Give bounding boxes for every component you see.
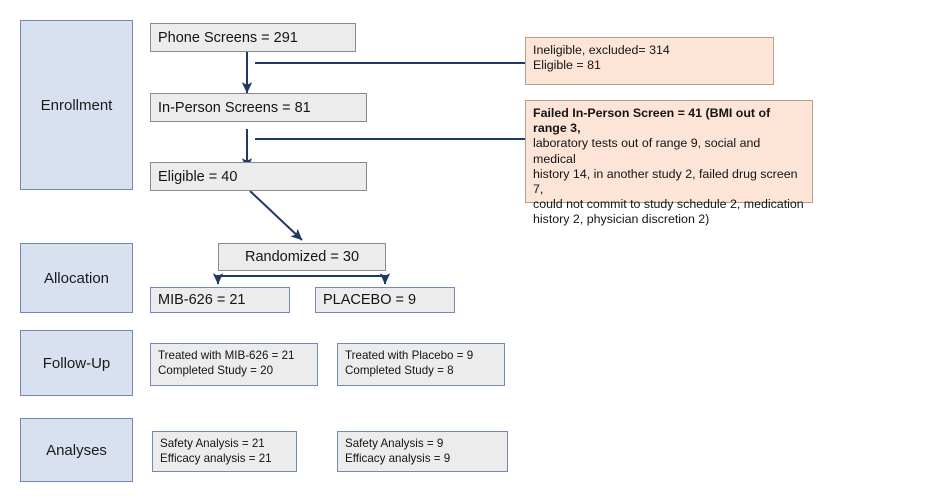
node-in-person-screens: In-Person Screens = 81 xyxy=(150,93,367,122)
node-line: Treated with MIB-626 = 21 xyxy=(158,349,295,362)
node-analyses-placebo: Safety Analysis = 9 Efficacy analysis = … xyxy=(337,431,508,472)
note-line: could not commit to study schedule 2, me… xyxy=(533,197,804,212)
node-eligible: Eligible = 40 xyxy=(150,162,367,191)
stage-label-followup: Follow-Up xyxy=(20,330,133,396)
stage-label-text: Allocation xyxy=(43,269,110,287)
node-line: Completed Study = 20 xyxy=(158,363,274,377)
node-line: Safety Analysis = 21 xyxy=(160,437,265,450)
node-phone-screens: Phone Screens = 291 xyxy=(150,23,356,52)
note-line: history 2, physician discretion 2) xyxy=(533,212,710,227)
node-line: Efficacy analysis = 21 xyxy=(160,451,272,465)
node-line: Efficacy analysis = 9 xyxy=(345,451,451,465)
node-arm-placebo: PLACEBO = 9 xyxy=(315,287,455,313)
node-line: Treated with Placebo = 9 xyxy=(345,349,474,362)
note-line: Eligible = 81 xyxy=(533,58,601,73)
arrow-eligible-to-randomized xyxy=(249,190,303,241)
node-label: Eligible = 40 xyxy=(158,168,238,185)
node-arm-treatment: MIB-626 = 21 xyxy=(150,287,290,313)
note-line: laboratory tests out of range 9, social … xyxy=(533,136,761,166)
stage-label-text: Follow-Up xyxy=(42,354,111,372)
stage-label-text: Enrollment xyxy=(40,96,113,114)
node-line: Completed Study = 8 xyxy=(345,363,454,377)
node-followup-treatment: Treated with MIB-626 = 21 Completed Stud… xyxy=(150,343,318,386)
note-line: Ineligible, excluded= 314 xyxy=(533,43,670,57)
node-analyses-treatment: Safety Analysis = 21 Efficacy analysis =… xyxy=(152,431,297,472)
node-line: Safety Analysis = 9 xyxy=(345,437,444,450)
node-label: Phone Screens = 291 xyxy=(158,29,298,46)
node-label: MIB-626 = 21 xyxy=(158,292,246,308)
node-followup-placebo: Treated with Placebo = 9 Completed Study… xyxy=(337,343,505,386)
note-line: Failed In-Person Screen = 41 (BMI out of… xyxy=(533,106,771,136)
note-failed-in-person-screen: Failed In-Person Screen = 41 (BMI out of… xyxy=(525,100,813,226)
node-randomized: Randomized = 30 xyxy=(218,243,386,271)
note-line: history 14, in another study 2, failed d… xyxy=(533,166,798,197)
node-label: In-Person Screens = 81 xyxy=(158,99,311,116)
stage-label-enrollment: Enrollment xyxy=(20,20,133,190)
note-ineligible-excluded: Ineligible, excluded= 314 Eligible = 81 xyxy=(525,37,774,85)
node-label: Randomized = 30 xyxy=(244,249,360,265)
stage-label-analyses: Analyses xyxy=(20,418,133,482)
stage-label-text: Analyses xyxy=(46,441,107,459)
node-label: PLACEBO = 9 xyxy=(323,292,417,308)
stage-label-allocation: Allocation xyxy=(20,243,133,313)
